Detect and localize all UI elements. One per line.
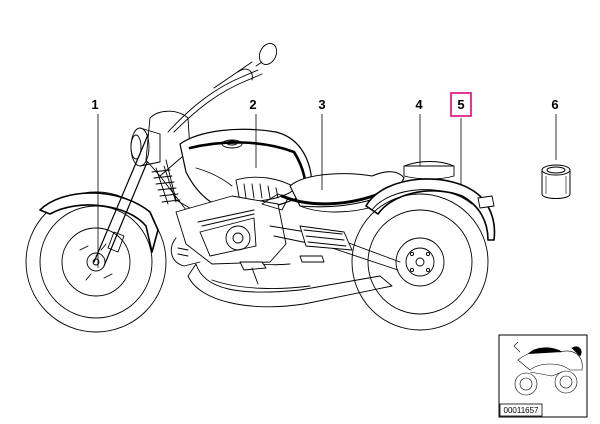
exhaust-pipe (187, 263, 393, 308)
callout-2[interactable]: 2 (249, 97, 257, 168)
front-fender (39, 192, 159, 253)
engine (170, 193, 289, 267)
callout-5[interactable]: 5 (450, 92, 472, 184)
thumbnail-inset[interactable]: 00011657 (498, 334, 588, 418)
callout-label: 6 (551, 97, 558, 112)
callout-3[interactable]: 3 (318, 97, 326, 190)
pillion-pad (403, 161, 455, 180)
tail-light (477, 195, 495, 209)
front-wheel (25, 191, 167, 333)
callout-label: 2 (249, 97, 256, 112)
footpegs (239, 255, 325, 285)
caption-box (499, 403, 543, 417)
rear-fender (365, 178, 496, 241)
callout-label: 1 (91, 97, 98, 112)
callout-label: 4 (415, 97, 423, 112)
handlebar-and-mirror (167, 43, 278, 133)
rear-wheel (351, 193, 489, 331)
callout-4[interactable]: 4 (415, 97, 423, 166)
thumbnail-bike (513, 341, 583, 396)
callouts: 1 2 3 4 5 6 (91, 92, 559, 268)
callout-label: 3 (318, 97, 325, 112)
part-6-roll (541, 164, 571, 199)
front-fork (93, 110, 191, 267)
callout-6[interactable]: 6 (551, 97, 559, 160)
thumbnail-caption: 00011657 (504, 406, 540, 415)
callout-label: 5 (457, 97, 464, 112)
callout-1[interactable]: 1 (91, 97, 99, 268)
swingarm (269, 225, 401, 271)
shock-spring (151, 165, 181, 205)
headlight (130, 127, 161, 167)
motorcycle-illustration (25, 43, 496, 333)
highlight-box (450, 92, 472, 117)
